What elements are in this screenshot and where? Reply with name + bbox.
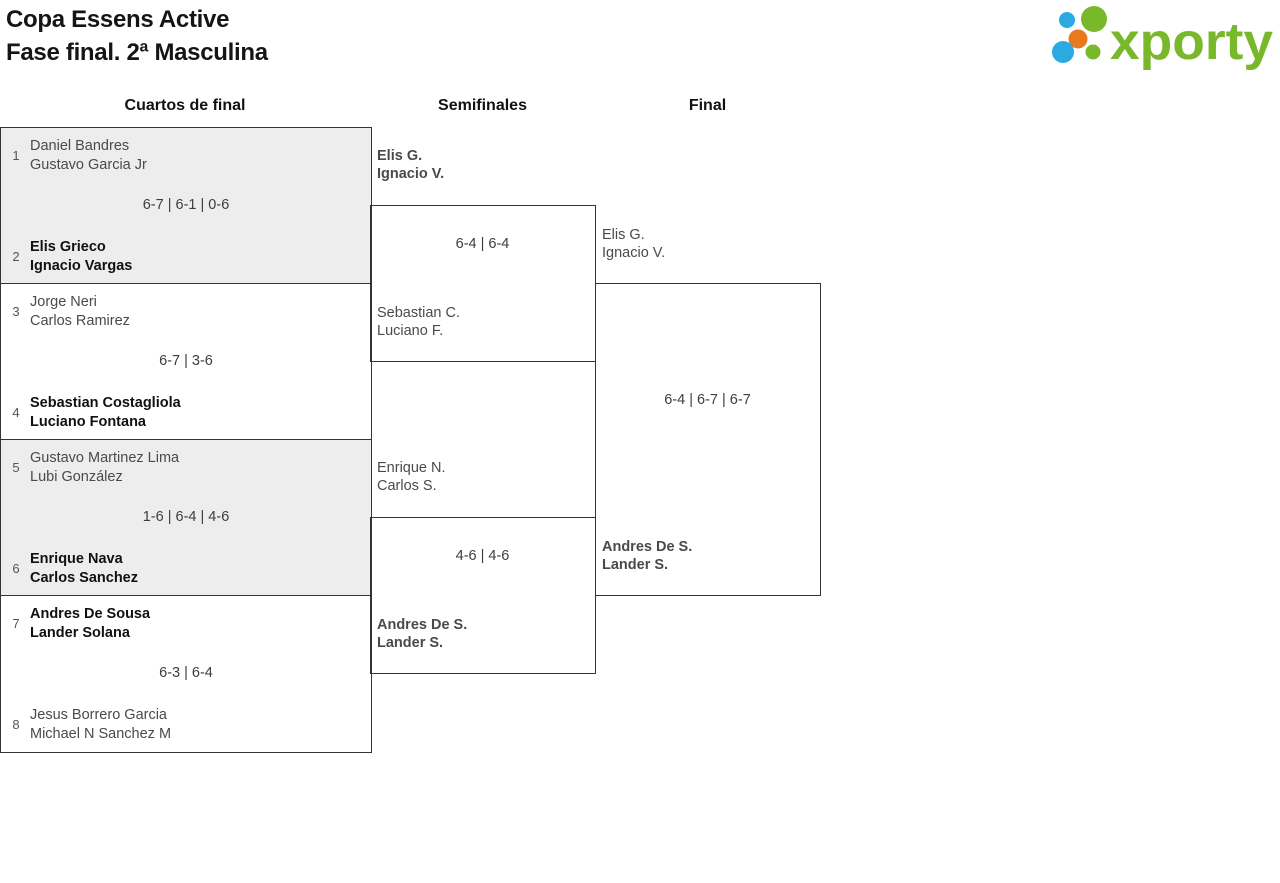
team-names: Sebastian C. Luciano F. — [377, 304, 460, 340]
phase-subtitle: Fase final. 2ª Masculina — [6, 39, 268, 66]
team-names: Jorge Neri Carlos Ramirez — [30, 293, 130, 330]
team-row: 2 Elis Grieco Ignacio Vargas — [9, 238, 132, 275]
player-name: Carlos Sanchez — [30, 569, 138, 586]
team-row: 1 Daniel Bandres Gustavo Garcia Jr — [9, 137, 147, 174]
team-names: Andres De Sousa Lander Solana — [30, 605, 150, 642]
team-row: 3 Jorge Neri Carlos Ramirez — [9, 293, 130, 330]
player-name: Elis G. — [602, 227, 645, 243]
player-name: Gustavo Garcia Jr — [30, 156, 147, 173]
player-name: Enrique N. — [377, 460, 446, 476]
page-title: Copa Essens Active Fase final. 2ª Mascul… — [6, 3, 268, 69]
team-row: 7 Andres De Sousa Lander Solana — [9, 605, 150, 642]
player-name: Lubi González — [30, 468, 123, 485]
player-name: Sebastian Costagliola — [30, 395, 181, 411]
player-name: Michael N Sanchez M — [30, 725, 172, 742]
team-names: Jesus Borrero Garcia Michael N Sanchez M — [30, 706, 171, 743]
logo-wordmark: xporty — [1110, 13, 1273, 71]
match-score: 4-6 | 4-6 — [455, 548, 510, 564]
player-name: Andres De S. — [602, 539, 693, 555]
team-names: Andres De S. Lander S. — [602, 538, 692, 574]
player-name: Ignacio V. — [377, 166, 445, 182]
quarterfinal-match-2: 3 Jorge Neri Carlos Ramirez 6-7 | 3-6 4 … — [1, 284, 371, 440]
player-name: Ignacio V. — [602, 245, 666, 261]
round-header-final: Final — [688, 97, 727, 114]
team-names: Enrique N. Carlos S. — [377, 459, 446, 495]
final-match-box — [595, 283, 821, 596]
team-names: Andres De S. Lander S. — [377, 616, 467, 652]
seed-number: 7 — [12, 616, 20, 631]
player-name: Jorge Neri — [30, 294, 97, 310]
seed-number: 1 — [12, 148, 20, 163]
player-name: Carlos Ramirez — [30, 312, 130, 329]
quarterfinal-match-4: 7 Andres De Sousa Lander Solana 6-3 | 6-… — [1, 596, 371, 751]
team-names: Gustavo Martinez Lima Lubi González — [30, 449, 179, 486]
team-names: Enrique Nava Carlos Sanchez — [30, 550, 138, 587]
player-name: Lander S. — [377, 635, 444, 651]
player-name: Lander S. — [602, 557, 669, 573]
logo-dot-blue-large-icon — [1052, 41, 1074, 63]
logo-dot-green-large-icon — [1081, 6, 1107, 32]
seed-number: 3 — [12, 304, 20, 319]
team-names: Elis G. Ignacio V. — [377, 147, 444, 183]
seed-number: 4 — [12, 405, 20, 420]
player-name: Luciano Fontana — [30, 413, 146, 430]
team-row: 8 Jesus Borrero Garcia Michael N Sanchez… — [9, 706, 171, 743]
xporty-logo[interactable]: xporty — [1048, 2, 1278, 74]
player-name: Enrique Nava — [30, 551, 123, 567]
seed-number: 2 — [12, 249, 20, 264]
quarterfinal-match-3: 5 Gustavo Martinez Lima Lubi González 1-… — [1, 440, 371, 596]
player-name: Daniel Bandres — [30, 138, 130, 154]
team-row: 4 Sebastian Costagliola Luciano Fontana — [9, 394, 181, 431]
team-row: 6 Enrique Nava Carlos Sanchez — [9, 550, 138, 587]
player-name: Carlos S. — [377, 478, 437, 494]
logo-dot-green-small-icon — [1085, 44, 1101, 60]
logo-dot-blue-small-icon — [1059, 12, 1075, 28]
player-name: Elis G. — [377, 148, 423, 164]
logo-dot-orange-icon — [1068, 29, 1088, 49]
team-names: Elis G. Ignacio V. — [602, 226, 665, 262]
team-row: 5 Gustavo Martinez Lima Lubi González — [9, 449, 179, 486]
team-names: Sebastian Costagliola Luciano Fontana — [30, 394, 181, 431]
match-score: 6-7 | 6-1 | 0-6 — [142, 197, 230, 213]
team-names: Elis Grieco Ignacio Vargas — [30, 238, 132, 275]
player-name: Ignacio Vargas — [30, 257, 133, 274]
seed-number: 5 — [12, 460, 20, 475]
round-header-quarterfinals: Cuartos de final — [124, 97, 246, 114]
player-name: Andres De Sousa — [30, 606, 151, 622]
player-name: Sebastian C. — [377, 305, 461, 321]
match-score: 6-7 | 3-6 — [159, 353, 213, 369]
quarterfinal-match-1: 1 Daniel Bandres Gustavo Garcia Jr 6-7 |… — [1, 128, 371, 284]
seed-number: 8 — [12, 717, 20, 732]
player-name: Andres De S. — [377, 617, 468, 633]
player-name: Gustavo Martinez Lima — [30, 450, 180, 466]
match-score: 6-3 | 6-4 — [159, 665, 213, 681]
team-names: Daniel Bandres Gustavo Garcia Jr — [30, 137, 147, 174]
seed-number: 6 — [12, 561, 20, 576]
quarterfinals-column: 1 Daniel Bandres Gustavo Garcia Jr 6-7 |… — [0, 127, 372, 753]
tournament-name: Copa Essens Active — [6, 6, 230, 33]
player-name: Luciano F. — [377, 323, 444, 339]
round-header-semifinals: Semifinales — [438, 97, 527, 114]
match-score: 6-4 | 6-4 — [455, 236, 510, 252]
match-score: 6-4 | 6-7 | 6-7 — [664, 392, 751, 408]
player-name: Lander Solana — [30, 624, 130, 641]
player-name: Elis Grieco — [30, 239, 106, 255]
player-name: Jesus Borrero Garcia — [30, 707, 167, 723]
match-score: 1-6 | 6-4 | 4-6 — [142, 509, 230, 525]
